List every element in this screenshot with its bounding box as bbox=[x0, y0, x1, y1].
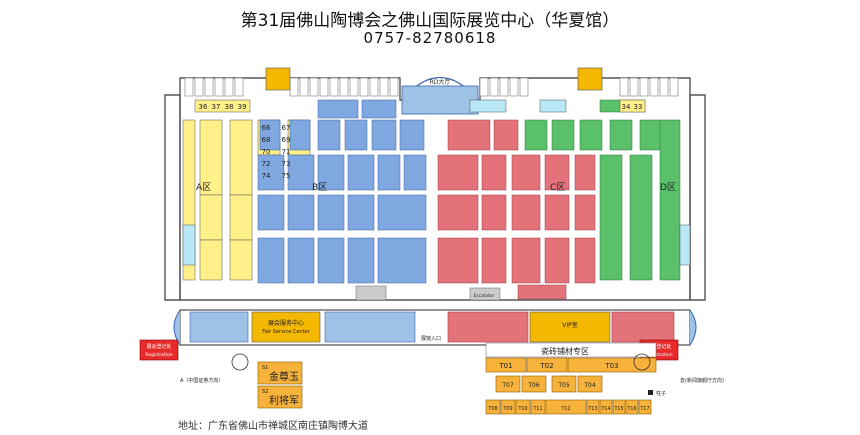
a-zone-cyan bbox=[182, 224, 196, 266]
a-col-booth-label: 67 bbox=[282, 124, 291, 132]
escalator-left bbox=[355, 285, 387, 301]
phone-number: 0757-82780618 bbox=[363, 29, 497, 47]
t-row1-label-1: T02 bbox=[539, 362, 553, 370]
a-col-booth-label: 66 bbox=[262, 124, 271, 132]
tile-zone-label: 瓷砖铺材专区 bbox=[541, 346, 589, 356]
svg-text:展会登记处: 展会登记处 bbox=[146, 343, 171, 350]
vip-label: VIP室 bbox=[562, 321, 578, 329]
a-col-booth-label: 74 bbox=[262, 172, 271, 180]
zone-c-label: C区 bbox=[550, 182, 565, 193]
t-row3-label-4: T12 bbox=[560, 406, 570, 412]
escalator-right bbox=[469, 287, 501, 301]
pillar-legend-label: 柱子 bbox=[656, 390, 666, 397]
a-col-booth-label: 68 bbox=[262, 136, 271, 144]
svg-text:Registration: Registration bbox=[645, 352, 672, 358]
registration-left bbox=[139, 339, 179, 361]
a-col-booth-label: 73 bbox=[282, 160, 291, 168]
t-row2-label-0: T07 bbox=[501, 382, 513, 389]
svg-text:展会登记处: 展会登记处 bbox=[646, 343, 671, 350]
t-row3-label-3: T11 bbox=[532, 406, 542, 412]
address-line: 地址：广东省佛山市禅城区南庄镇陶博大道 bbox=[178, 421, 368, 432]
restroom-icon-right bbox=[577, 67, 603, 91]
a-top-booth-label: 37 bbox=[212, 103, 221, 111]
zone-b-label: B区 bbox=[312, 182, 327, 193]
page-title: 第31届佛山陶博会之佛山国际展览中心（华夏馆） bbox=[240, 11, 620, 31]
b-zone-booths bbox=[257, 99, 427, 284]
center-hall-label: RD大厅 bbox=[430, 78, 451, 86]
left-bottom-note: A（中国证券方向） bbox=[180, 377, 223, 384]
t-row3-label-8: T16 bbox=[626, 406, 636, 412]
c-zone-booths bbox=[437, 119, 596, 300]
fair-service-en-label: Fair Service Center bbox=[262, 329, 310, 335]
a-col-booth-label: 75 bbox=[282, 172, 291, 180]
top-cells bbox=[184, 77, 679, 97]
right-bottom-note: 去(新闻旗舰厅方向) bbox=[680, 377, 724, 384]
s2-label: S2 bbox=[262, 389, 268, 395]
a-col-booth-label: 70 bbox=[262, 148, 271, 156]
t-row1-label-2: T03 bbox=[604, 362, 618, 370]
escalator-label: Escalator bbox=[474, 293, 495, 299]
t-row1-label-0: T01 bbox=[498, 362, 512, 370]
a-col-booth-label: 71 bbox=[282, 148, 291, 156]
t-row3-label-5: T13 bbox=[587, 406, 597, 412]
t-row2-label-3: T04 bbox=[583, 382, 595, 389]
a-top-booth-label: 38 bbox=[225, 103, 234, 111]
bottom-concourse bbox=[173, 309, 697, 346]
zone-d-label: D区 bbox=[660, 182, 676, 193]
svg-text:Registration: Registration bbox=[145, 352, 172, 358]
a-top-booth-label: 36 bbox=[199, 103, 208, 111]
t-row3-label-0: T08 bbox=[487, 406, 497, 412]
compass-icon-left bbox=[231, 353, 249, 371]
s2-name: 利将军 bbox=[269, 395, 299, 407]
tile-zone-band bbox=[485, 342, 657, 358]
t-row2-label-1: T06 bbox=[527, 382, 539, 389]
restroom-icon-left bbox=[265, 67, 291, 91]
t-row3-label-6: T14 bbox=[600, 406, 610, 412]
a-top-booth-label: 39 bbox=[238, 103, 247, 111]
entrance-label: 展馆入口 bbox=[421, 335, 441, 342]
s1-name: 金尊玉 bbox=[269, 370, 299, 383]
zone-a-label: A区 bbox=[196, 182, 211, 193]
s1-label: S1 bbox=[262, 365, 268, 371]
t-row3-label-7: T15 bbox=[613, 406, 623, 412]
d-top-booth-label: 33 bbox=[634, 103, 643, 111]
t-row3-label-9: T17 bbox=[639, 406, 649, 412]
t-row3-label-1: T09 bbox=[502, 406, 512, 412]
t-row3-label-2: T10 bbox=[517, 406, 527, 412]
fair-service-label: 展会服务中心 bbox=[268, 319, 304, 327]
compass-icon-right bbox=[633, 353, 651, 371]
d-top-booth-label: 34 bbox=[622, 103, 631, 111]
t-row2-label-2: T05 bbox=[557, 382, 569, 389]
a-col-booth-label: 72 bbox=[262, 160, 271, 168]
pillar-legend-icon bbox=[648, 390, 653, 395]
brand-boxes bbox=[257, 361, 303, 409]
center-hall-dome bbox=[400, 77, 480, 115]
a-col-booth-label: 69 bbox=[282, 136, 291, 144]
